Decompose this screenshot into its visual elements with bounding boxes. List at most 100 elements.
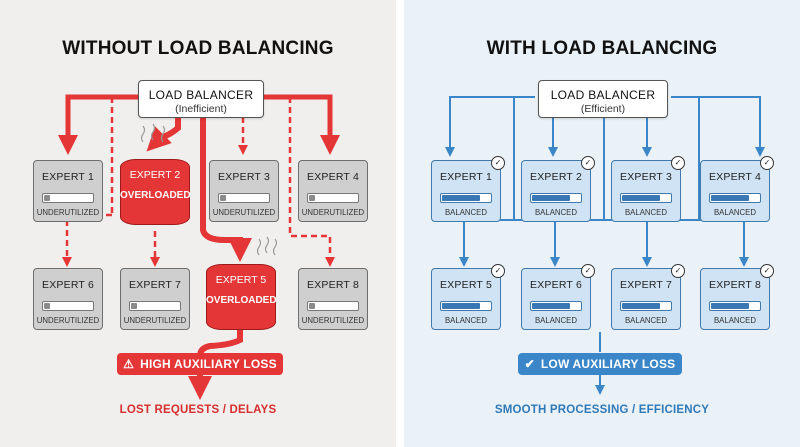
expert-card: ✓ EXPERT 2 BALANCED [521, 156, 595, 222]
load-fill [532, 195, 570, 201]
expert-name: EXPERT 2 [530, 171, 582, 183]
panel-title: WITHOUT LOAD BALANCING [62, 38, 334, 59]
check-icon: ✓ [581, 156, 595, 170]
expert-name: EXPERT 2 [129, 169, 181, 181]
check-icon: ✓ [581, 264, 595, 278]
right-arrows [445, 96, 765, 395]
expert-card: EXPERT 7 UNDERUTILIZED [120, 268, 190, 330]
loss-label: LOW AUXILIARY LOSS [540, 357, 676, 371]
expert-name: EXPERT 5 [440, 279, 492, 291]
check-icon: ✓ [491, 264, 505, 278]
expert-card: EXPERT 3 UNDERUTILIZED [209, 160, 279, 222]
expert-card: EXPERT 1 UNDERUTILIZED [33, 160, 103, 222]
expert-status: UNDERUTILIZED [36, 316, 100, 325]
load-fill [442, 303, 480, 309]
result-text: LOST REQUESTS / DELAYS [119, 404, 277, 416]
expert-status: BALANCED [624, 316, 668, 325]
expert-card: ✓ EXPERT 1 BALANCED [431, 156, 505, 222]
load-fill [622, 195, 660, 201]
expert-status: BALANCED [444, 208, 488, 217]
expert-card: EXPERT 8 UNDERUTILIZED [298, 268, 368, 330]
expert-name: EXPERT 8 [709, 279, 761, 291]
load-bar [307, 193, 359, 203]
expert-name: EXPERT 5 [215, 274, 267, 286]
load-fill [711, 195, 749, 201]
load-fill [532, 303, 570, 309]
warning-icon: ⚠ [123, 357, 135, 371]
check-icon: ✓ [491, 156, 505, 170]
expert-card: ✓ EXPERT 4 BALANCED [700, 156, 774, 222]
check-icon: ✓ [760, 264, 774, 278]
load-bar [42, 193, 94, 203]
expert-card: ✓ EXPERT 6 BALANCED [521, 264, 595, 330]
load-bar [129, 301, 181, 311]
load-bar [440, 193, 492, 203]
load-bar [530, 193, 582, 203]
load-balancer-sub: (Inefficient) [175, 103, 227, 115]
overload-shape [120, 159, 190, 225]
load-balancer: LOAD BALANCER (Inefficient) [138, 80, 264, 118]
load-balancer-label: LOAD BALANCER [550, 88, 656, 102]
expert-name: EXPERT 4 [307, 171, 359, 183]
expert-name: EXPERT 6 [42, 279, 94, 291]
load-bar [42, 301, 94, 311]
load-fill [220, 195, 226, 201]
check-icon: ✓ [671, 264, 685, 278]
load-fill [442, 195, 480, 201]
load-fill [44, 303, 50, 309]
expert-status: BALANCED [534, 316, 578, 325]
expert-name: EXPERT 7 [620, 279, 672, 291]
panel-divider [396, 0, 404, 447]
expert-card: ✓ EXPERT 5 BALANCED [431, 264, 505, 330]
expert-name: EXPERT 1 [42, 171, 94, 183]
result-text: SMOOTH PROCESSING / EFFICIENCY [494, 404, 710, 416]
panel-title: WITH LOAD BALANCING [486, 38, 718, 59]
expert-status: BALANCED [444, 316, 488, 325]
expert-status: BALANCED [534, 208, 578, 217]
load-balancer-sub: (Efficient) [580, 103, 626, 115]
load-bar [709, 193, 761, 203]
expert-card: ✓ EXPERT 3 BALANCED [611, 156, 685, 222]
load-fill [44, 195, 50, 201]
load-fill [309, 303, 315, 309]
expert-status: UNDERUTILIZED [301, 316, 365, 325]
load-bar [218, 193, 270, 203]
load-balancer: LOAD BALANCER (Efficient) [538, 80, 668, 118]
load-fill [309, 195, 315, 201]
expert-status: UNDERUTILIZED [123, 316, 187, 325]
expert-card-overloaded: EXPERT 2 OVERLOADED [120, 159, 191, 225]
check-icon: ✓ [760, 156, 774, 170]
loss-label: HIGH AUXILIARY LOSS [140, 357, 277, 371]
expert-status: BALANCED [713, 316, 757, 325]
expert-name: EXPERT 3 [218, 171, 270, 183]
load-bar [620, 193, 672, 203]
expert-card-overloaded: EXPERT 5 OVERLOADED [206, 264, 277, 330]
loss-badge: ✔ LOW AUXILIARY LOSS [518, 353, 682, 375]
load-balancer-label: LOAD BALANCER [148, 88, 254, 102]
load-fill [622, 303, 660, 309]
expert-card: ✓ EXPERT 8 BALANCED [700, 264, 774, 330]
load-bar [530, 301, 582, 311]
expert-status: OVERLOADED [120, 190, 191, 201]
left-panel: WITHOUT LOAD BALANCING LOAD BALANCER (In… [0, 0, 396, 447]
expert-name: EXPERT 7 [129, 279, 181, 291]
expert-name: EXPERT 8 [307, 279, 359, 291]
right-panel: WITH LOAD BALANCING LOAD BALANCER (Effic… [404, 0, 800, 447]
check-circle-icon: ✔ [524, 357, 535, 371]
expert-card: EXPERT 6 UNDERUTILIZED [33, 268, 103, 330]
expert-status: UNDERUTILIZED [36, 208, 100, 217]
expert-status: BALANCED [624, 208, 668, 217]
load-bar [307, 301, 359, 311]
expert-name: EXPERT 1 [440, 171, 492, 183]
expert-name: EXPERT 6 [530, 279, 582, 291]
overload-shape [206, 264, 276, 330]
expert-status: UNDERUTILIZED [301, 208, 365, 217]
expert-name: EXPERT 3 [620, 171, 672, 183]
check-icon: ✓ [671, 156, 685, 170]
expert-status: BALANCED [713, 208, 757, 217]
expert-name: EXPERT 4 [709, 171, 761, 183]
load-fill [131, 303, 137, 309]
expert-card: EXPERT 4 UNDERUTILIZED [298, 160, 368, 222]
expert-status: UNDERUTILIZED [212, 208, 276, 217]
loss-badge: ⚠ HIGH AUXILIARY LOSS [117, 353, 283, 375]
